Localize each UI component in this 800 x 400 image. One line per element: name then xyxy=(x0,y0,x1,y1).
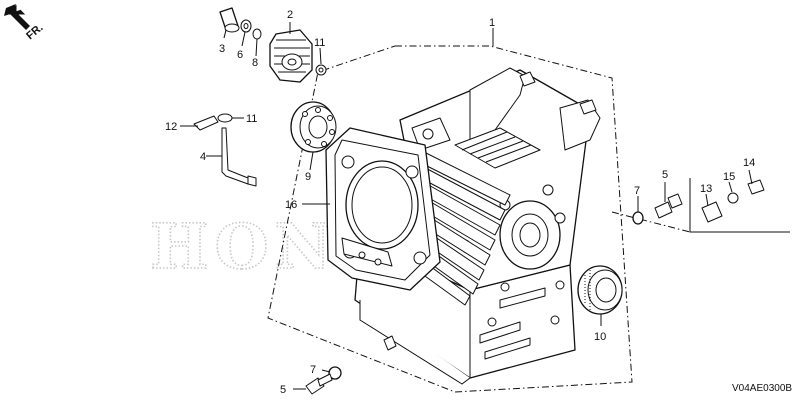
bolt-part-5-right xyxy=(654,193,683,219)
governor-shaft-part xyxy=(221,127,257,187)
governor-gear-part xyxy=(269,29,313,83)
callout-10: 10 xyxy=(594,331,606,343)
callout-13: 13 xyxy=(700,183,712,195)
callout-4: 4 xyxy=(200,151,206,163)
callout-12: 12 xyxy=(165,121,177,133)
fastener-group-bracket xyxy=(689,178,790,233)
washer-part-7-right xyxy=(632,211,644,225)
callout-15: 15 xyxy=(723,171,735,183)
callout-5-bottom: 5 xyxy=(280,384,286,396)
leader-lines xyxy=(180,22,753,390)
callout-1: 1 xyxy=(489,17,495,29)
diagram-code: V04AE0300B xyxy=(732,383,792,394)
callout-3: 3 xyxy=(219,43,225,55)
callout-8: 8 xyxy=(252,57,258,69)
callout-14: 14 xyxy=(743,157,755,169)
fastener-leader xyxy=(611,211,691,233)
callout-11-upper: 11 xyxy=(314,37,325,49)
callout-7-bottom: 7 xyxy=(310,364,316,376)
clip-part-8 xyxy=(252,28,262,40)
callout-labels: 1 2 3 4 5 5 6 7 7 8 9 10 11 11 12 13 14 … xyxy=(165,9,755,396)
callout-2: 2 xyxy=(287,9,293,21)
callout-5-right: 5 xyxy=(662,169,668,181)
bolt-part-14 xyxy=(747,179,765,195)
dowel-part-13 xyxy=(701,201,723,223)
callout-6: 6 xyxy=(237,49,243,61)
bolt-part-5-bottom xyxy=(305,373,333,395)
bearing-part xyxy=(290,101,337,153)
callout-11-middle: 11 xyxy=(246,113,257,125)
washer-part-15 xyxy=(727,192,739,204)
front-arrow-icon xyxy=(4,4,30,30)
washer-part-11-middle xyxy=(217,113,233,123)
oil-seal-part xyxy=(577,265,623,315)
callout-7-right: 7 xyxy=(634,185,640,197)
washer-part-7-bottom xyxy=(328,366,342,380)
governor-pin-part xyxy=(219,7,240,33)
callout-16: 16 xyxy=(285,199,297,211)
cylinder-block xyxy=(325,67,601,385)
callout-9: 9 xyxy=(305,171,311,183)
clip-part-12 xyxy=(193,115,219,131)
